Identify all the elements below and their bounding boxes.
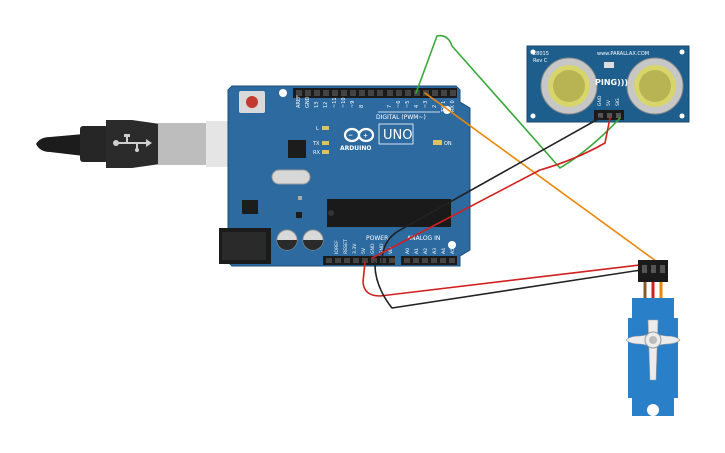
sensor-revision: Rev C [533,58,548,64]
pin-label-gnd: GND [370,243,376,254]
pin-label-10: ~10 [341,97,347,108]
wire-black[interactable] [381,117,601,263]
sensor-pin-5v-label: 5V [606,99,612,106]
power-label: POWER [366,235,388,242]
pin-label-a5: A5 [450,248,456,254]
ultrasonic-transducer [626,57,684,115]
arduino-infinity-logo [343,127,375,143]
pin-label-ioref: IOREF [334,240,340,254]
pin-label-rx: RX 0 [450,100,456,112]
analog-label: ANALOG IN [407,235,440,242]
usb-plug-icon [113,134,152,152]
ping-ultrasonic-sensor[interactable]: 28015 Rev C www.PARALLAX.COM PING))) GND… [526,45,690,123]
pin-label-5: ~5 [405,101,411,108]
gnd-label: GND [305,96,311,108]
pin-label-6: ~6 [396,101,402,108]
board-model: UNO [383,128,412,143]
svg-text:+: + [363,133,368,140]
crystal [271,169,311,185]
svg-text:−: − [348,132,353,139]
pin-label-3: ~3 [423,101,429,108]
sensor-pin-gnd-label: GND [597,95,603,106]
power-jack[interactable] [219,228,271,264]
board-brand: ARDUINO [340,145,371,152]
pin-label-2: 2 [432,105,438,108]
pin-label-11: ~11 [332,97,338,108]
l-led-label: L [316,126,319,132]
pin-label-reset: RESET [343,239,349,254]
wire-green[interactable] [415,34,621,169]
tx-led [322,141,329,145]
pin-label-5v: 5V [361,247,367,254]
pin-label-12: 12 [323,102,329,108]
capacitor [276,229,298,251]
reset-button-icon[interactable] [239,91,265,113]
pin-label-a0: A0 [405,248,411,254]
pin-label-3v3: 3.3V [352,243,358,254]
pin-label-9: ~9 [350,101,356,108]
wire-orange[interactable] [424,92,661,265]
pin-label-a4: A4 [441,248,447,254]
pin-label-13: 13 [314,102,320,108]
l-led [322,126,329,130]
on-led [433,140,442,145]
digital-label: DIGITAL (PWM~) [376,114,426,121]
pin-label-gnd: GND [379,243,385,254]
pin-label-vin: Vin [388,247,394,254]
rx-led-label: RX [313,150,320,156]
tx-led-label: TX [312,141,320,147]
usb-chip [288,140,306,158]
pin-label-7: 7 [387,105,393,108]
digital-header[interactable] [293,88,457,98]
servo-horn [625,319,681,381]
on-led-label: ON [444,141,452,147]
pin-label-a1: A1 [414,248,420,254]
pin-label-a3: A3 [432,248,438,254]
wire-red[interactable] [362,261,649,297]
rx-led [322,150,329,154]
analog-header[interactable] [401,256,457,265]
wire-black[interactable] [374,261,655,309]
sensor-name: PING))) [595,78,628,87]
regulator-chip [242,200,258,214]
wire-red[interactable] [371,117,611,259]
atmega-chip [327,199,451,227]
servo-motor[interactable] [625,260,681,416]
pin-label-a2: A2 [423,248,429,254]
sensor-pin-sig-label: SIG [615,98,621,106]
capacitor [302,229,324,251]
sensor-maker: www.PARALLAX.COM [597,51,649,57]
arduino-uno-board[interactable]: AREF GND 13 12 ~11 ~10 ~9 8 7 ~6 ~5 4 ~3… [219,85,471,267]
ultrasonic-transducer [540,57,598,115]
pin-label-4: 4 [414,105,420,108]
pin-label-8: 8 [359,105,365,108]
aref-label: AREF [296,95,302,108]
sensor-part-number: 28015 [533,51,549,57]
